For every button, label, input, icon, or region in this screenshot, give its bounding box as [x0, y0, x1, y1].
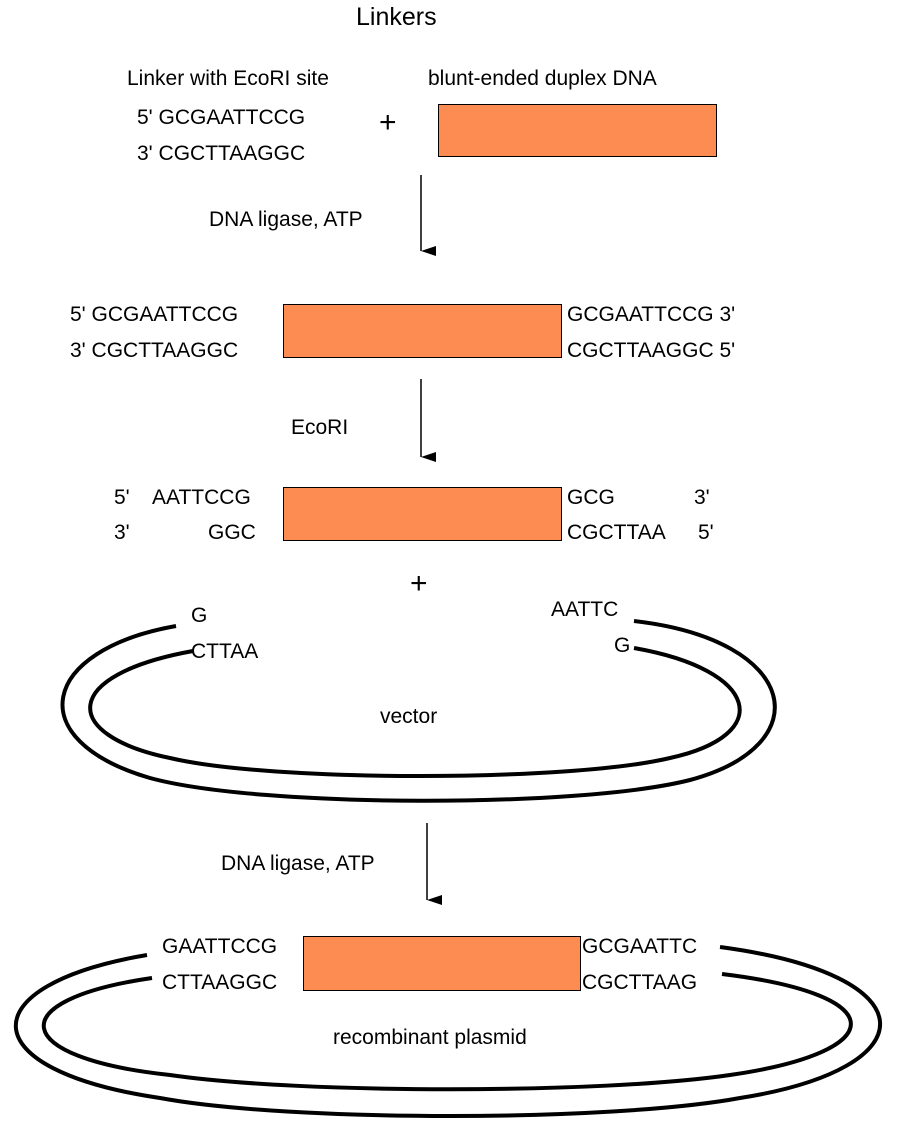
cut-left-top-end: 5'	[114, 486, 130, 509]
linker-bottom-strand: 3' CGCTTAAGGC	[137, 142, 306, 165]
blunt-dna-box	[438, 104, 717, 157]
linker-label: Linker with EcoRI site	[127, 67, 329, 90]
cut-right-top-end: 3'	[694, 486, 710, 509]
linked-left-bottom: 3' CGCTTAAGGC	[70, 339, 239, 362]
plasmid-outer-strand	[13, 945, 883, 1118]
blunt-dna-label: blunt-ended duplex DNA	[428, 67, 657, 90]
cut-left-bottom-seq: GGC	[208, 521, 256, 544]
linked-right-top: GCGAATTCCG 3'	[567, 303, 736, 326]
linked-insert-box	[283, 304, 562, 358]
cut-insert-box	[283, 487, 562, 541]
plasmid-right-bottom: CGCTTAAG	[582, 971, 698, 994]
vector-right-top-end: AATTC	[551, 598, 619, 621]
vector-left-bottom-end: CTTAA	[191, 640, 259, 663]
plasmid-left-bottom: CTTAAGGC	[162, 971, 278, 994]
vector-outer-strand	[60, 619, 777, 803]
cut-right-top-seq: GCG	[567, 486, 615, 509]
plasmid-left-top: GAATTCCG	[162, 935, 278, 958]
vector-left-top-end: G	[191, 604, 208, 627]
linked-left-top: 5' GCGAATTCCG	[70, 303, 239, 326]
diagram-title: Linkers	[356, 3, 437, 31]
plus-sign-2: +	[410, 567, 428, 600]
plasmid-label: recombinant plasmid	[333, 1026, 527, 1049]
plasmid-right-top: GCGAATTC	[582, 935, 698, 958]
cut-right-bottom-seq: CGCTTAA	[567, 521, 666, 544]
vector-label: vector	[380, 705, 438, 728]
vector-inner-strand	[88, 646, 742, 778]
arrow-ecori-label: EcoRI	[291, 416, 349, 439]
cut-left-top-seq: AATTCCG	[152, 486, 251, 509]
vector-right-bottom-end: G	[614, 634, 631, 657]
arrow-ligase-2-label: DNA ligase, ATP	[221, 852, 375, 875]
linked-right-bottom: CGCTTAAGGC 5'	[567, 339, 736, 362]
arrow-ligase-1-label: DNA ligase, ATP	[209, 208, 363, 231]
linker-top-strand: 5' GCGAATTCCG	[137, 106, 306, 129]
cut-right-bottom-end: 5'	[698, 521, 714, 544]
cut-left-bottom-end: 3'	[114, 521, 130, 544]
plasmid-insert-box	[303, 936, 581, 991]
plasmid-inner-strand	[42, 972, 853, 1092]
plus-sign-1: +	[379, 106, 397, 139]
